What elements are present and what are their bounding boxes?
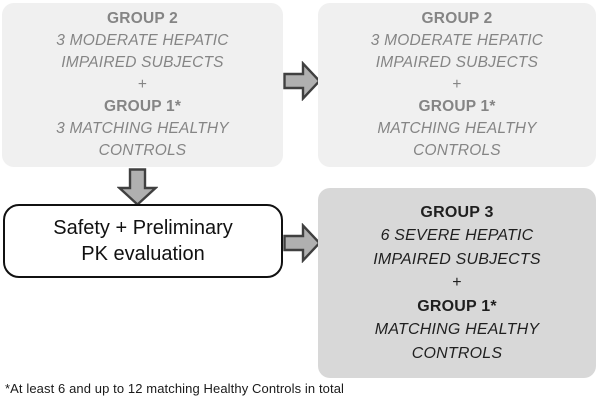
group2-initial-box: GROUP 2 3 MODERATE HEPATIC IMPAIRED SUBJ…: [2, 3, 283, 167]
footnote: *At least 6 and up to 12 matching Health…: [5, 381, 345, 396]
group2-subjects-line2: IMPAIRED SUBJECTS: [375, 54, 539, 71]
group2-subjects-line1: 3 MODERATE HEPATIC: [370, 32, 544, 49]
group1-controls-line2: CONTROLS: [413, 142, 501, 159]
group2-subjects-line1: 3 MODERATE HEPATIC: [56, 32, 229, 49]
group1-title: GROUP 1*: [103, 98, 182, 115]
plus-sign: +: [452, 274, 462, 292]
group2-subjects-line2: IMPAIRED SUBJECTS: [61, 54, 224, 71]
process-label-line2: PK evaluation: [81, 243, 205, 265]
process-label-line1: Safety + Preliminary: [53, 217, 233, 239]
group1-controls-line1: 3 MATCHING HEALTHY: [56, 120, 229, 137]
safety-pk-evaluation-box: Safety + Preliminary PK evaluation: [3, 204, 283, 278]
group1-controls-line1: MATCHING HEALTHY: [374, 321, 540, 339]
arrow-right-icon: [283, 223, 321, 263]
group3-box: GROUP 3 6 SEVERE HEPATIC IMPAIRED SUBJEC…: [318, 188, 596, 378]
group1-title: GROUP 1*: [417, 297, 497, 315]
arrow-down-icon: [117, 168, 158, 206]
plus-sign: +: [452, 76, 462, 93]
group1-title: GROUP 1*: [418, 98, 496, 115]
group2-title: GROUP 2: [107, 10, 178, 27]
group1-controls-line1: MATCHING HEALTHY: [377, 120, 537, 137]
group3-title: GROUP 3: [420, 203, 494, 221]
group1-controls-line2: CONTROLS: [411, 344, 503, 362]
group3-subjects-line1: 6 SEVERE HEPATIC: [380, 227, 534, 245]
group1-controls-line2: CONTROLS: [98, 142, 187, 159]
group2-continued-box: GROUP 2 3 MODERATE HEPATIC IMPAIRED SUBJ…: [318, 3, 596, 167]
arrow-right-icon: [283, 61, 321, 101]
group2-title: GROUP 2: [421, 10, 493, 27]
plus-sign: +: [137, 76, 148, 93]
group3-subjects-line2: IMPAIRED SUBJECTS: [373, 250, 541, 268]
